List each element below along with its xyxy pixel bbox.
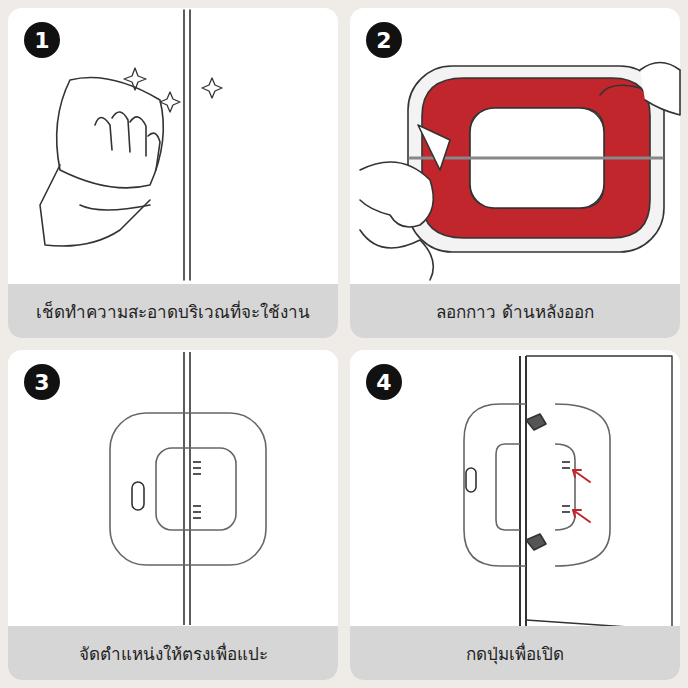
caption-text: กดปุ่มเพื่อเปิด (466, 640, 564, 667)
callout-number: 4 (366, 364, 402, 400)
callout-number: 2 (366, 22, 402, 58)
caption-band: ลอกกาว ด้านหลังออก (350, 284, 680, 338)
caption-text: จัดตำแหน่งให้ตรงเพื่อแปะ (79, 640, 268, 667)
caption-band: กดปุ่มเพื่อเปิด (350, 626, 680, 680)
caption-band: เช็ดทำความสะอาดบริเวณที่จะใช้งาน (8, 284, 338, 338)
callout-number: 1 (24, 22, 60, 58)
caption-text: เช็ดทำความสะอาดบริเวณที่จะใช้งาน (36, 298, 310, 325)
callout-number: 3 (24, 364, 60, 400)
caption-text: ลอกกาว ด้านหลังออก (436, 298, 593, 325)
caption-band: จัดตำแหน่งให้ตรงเพื่อแปะ (8, 626, 338, 680)
